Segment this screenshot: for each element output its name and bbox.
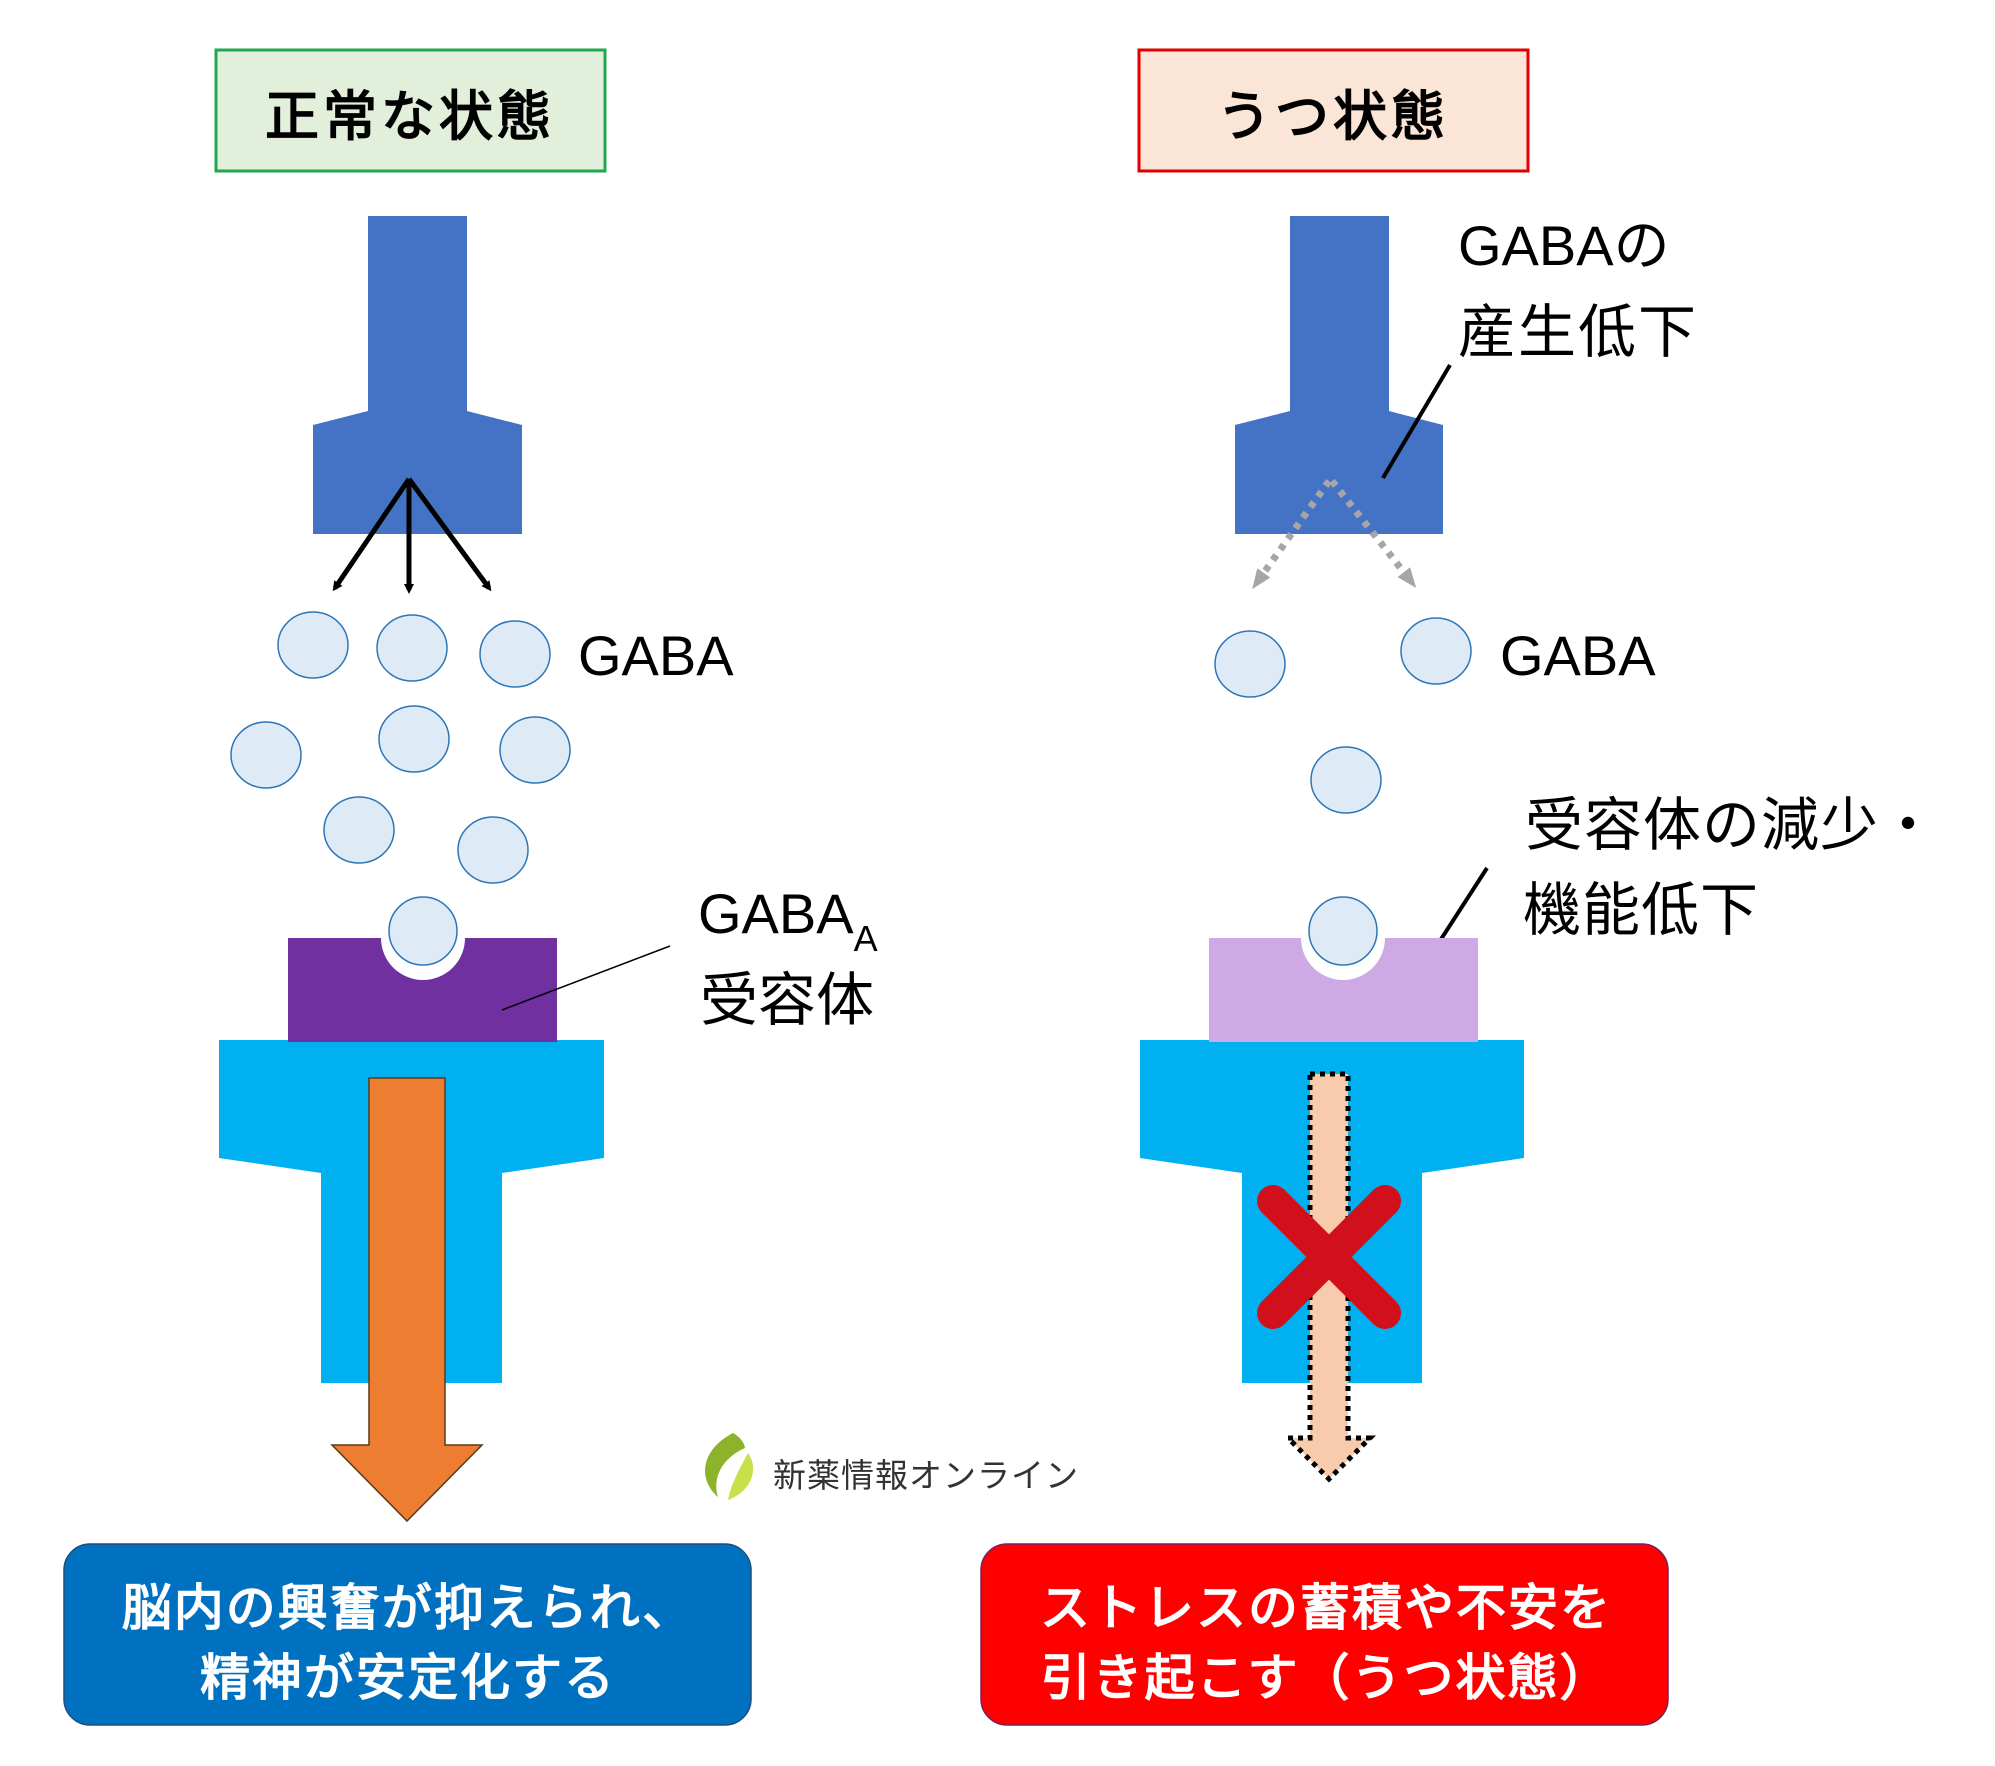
release-arrow-left	[332, 477, 412, 592]
weak-release-arrow-right	[1329, 478, 1417, 588]
depressed-outcome-line2: 引き起こす（うつ状態）	[1041, 1649, 1612, 1707]
presynaptic-neuron-depressed	[1235, 216, 1443, 534]
gaba-molecule	[230, 721, 302, 789]
gaba-molecule	[376, 614, 448, 682]
gaba-molecule	[323, 796, 395, 864]
normal-outcome-line1: 脳内の興奮が抑えられ、	[122, 1579, 695, 1637]
receptor-note-line2: 機能低下	[1523, 878, 1759, 943]
normal-title: 正常な状態	[265, 85, 555, 148]
gaba-molecule	[378, 705, 450, 773]
production-note-line2: 産生低下	[1458, 300, 1698, 365]
gaba-molecule	[479, 620, 551, 688]
reduced-gaba-a-receptor	[1209, 938, 1478, 1042]
normal-title-box: 正常な状態	[214, 48, 607, 173]
normal-outcome-line2: 精神が安定化する	[200, 1649, 616, 1707]
receptor-note-line1: 受容体の減少・	[1525, 793, 1938, 858]
depressed-outcome-line1: ストレスの蓄積や不安を	[1040, 1579, 1612, 1637]
receptor-label-main: GABA	[698, 882, 854, 945]
leaf-icon	[705, 1433, 754, 1500]
watermark-text: 新薬情報オンライン	[773, 1456, 1079, 1495]
depressed-title-box: うつ状態	[1137, 48, 1530, 173]
production-leader-line	[1381, 363, 1452, 480]
bound-gaba-molecule	[388, 896, 458, 966]
panel-depressed: うつ状態 GABAの 産生低下 GABA 受容体の減少・ 機能低下	[980, 48, 1938, 1726]
presynaptic-neuron	[313, 216, 522, 534]
gaba-molecule	[1310, 746, 1382, 814]
gaba-molecule	[277, 611, 349, 679]
gaba-molecule	[1400, 617, 1472, 685]
receptor-label-subscript: A	[854, 918, 878, 959]
normal-outcome-box: 脳内の興奮が抑えられ、 精神が安定化する	[63, 1543, 752, 1726]
block-x-icon	[1257, 1185, 1401, 1329]
gaba-molecules-normal	[230, 611, 571, 884]
production-note-line1: GABAの	[1458, 214, 1670, 277]
signal-arrow-normal	[330, 1077, 484, 1523]
gaba-label-normal: GABA	[578, 624, 734, 687]
receptor-leader-line	[501, 945, 671, 1011]
gaba-a-receptor	[288, 938, 557, 1042]
weak-release-arrows	[1252, 478, 1417, 590]
panel-normal: 正常な状態 GABA GABAA 受容体 脳内の興奮が抑えられ、	[63, 48, 878, 1726]
receptor-label-normal: GABAA	[698, 882, 878, 959]
gaba-molecule	[1214, 630, 1286, 698]
watermark: 新薬情報オンライン	[705, 1433, 1079, 1500]
depressed-outcome-box: ストレスの蓄積や不安を 引き起こす（うつ状態）	[980, 1543, 1669, 1726]
release-arrows	[332, 477, 492, 594]
gaba-label-depressed: GABA	[1500, 624, 1656, 687]
gaba-molecules-depressed	[1214, 617, 1472, 814]
gaba-molecule	[457, 816, 529, 884]
depressed-title: うつ状態	[1217, 85, 1449, 148]
receptor-label-line2: 受容体	[700, 968, 874, 1033]
gaba-molecule	[499, 716, 571, 784]
bound-gaba-molecule-depressed	[1308, 896, 1378, 966]
release-arrow-right	[406, 477, 492, 592]
